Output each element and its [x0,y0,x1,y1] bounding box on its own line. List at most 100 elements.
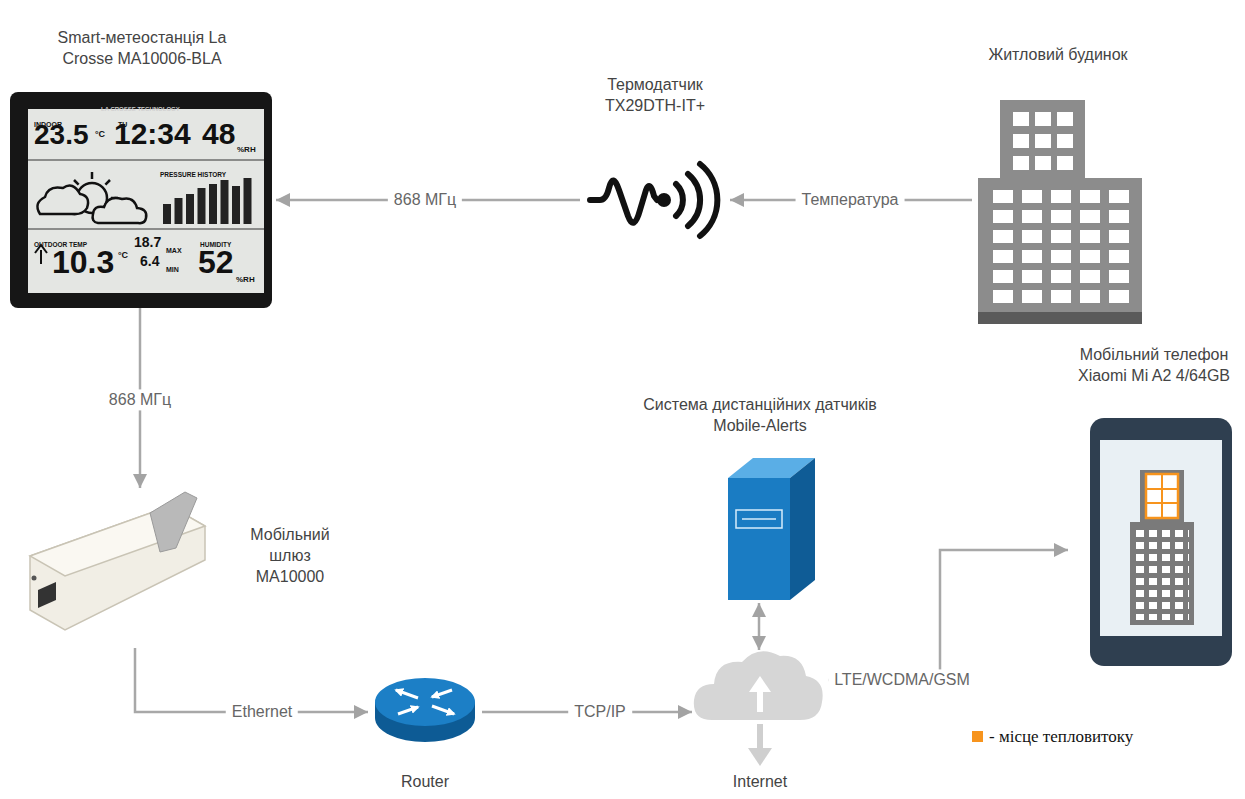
display-readout: 12:34 [114,119,191,149]
pressure-bars [221,180,229,224]
node-caption: Житловий будинок [972,45,1144,66]
sensor-icon [700,164,717,236]
weather-station [28,229,264,230]
server-icon [728,458,815,600]
building-illustration [978,312,1142,324]
phone-illustration [1090,418,1232,666]
edge-label: Ethernet [226,701,298,722]
weather-icon [105,180,110,185]
pressure-bars [175,198,183,224]
phone-illustration [1161,474,1163,518]
pressure-bars [198,188,206,224]
phone-illustration [1146,502,1178,504]
node-caption: Internet [692,772,828,793]
building-node: Житловий будинок [972,45,1144,327]
display-readout: %RH [237,146,256,154]
server-icon [728,478,790,600]
cloud-icon [694,651,823,720]
phone-illustration [1100,440,1222,636]
phone-illustration [1146,488,1178,490]
cloud-icon [694,651,823,766]
display-text-holder: MAX [166,239,182,257]
building-illustration [978,100,1142,324]
server-icon [736,510,782,528]
weather-icon [91,172,94,179]
sensor-icon [590,164,717,236]
node-caption: Smart-метеостанція La Crosse MA10006-BLA [47,28,237,70]
gateway-illustration [150,492,197,552]
router-icon [396,690,418,698]
weather-icon [37,186,88,215]
display-text-holder: 10.3 [52,246,114,278]
node-caption: Router [368,772,482,793]
display-readout: 18.7 [134,235,161,249]
router-icon [398,707,418,714]
phone-illustration [1146,474,1178,518]
display-text-holder: MIN [166,258,179,276]
server-icon [742,518,776,520]
display-readout: 23.5 [34,121,89,149]
edge-label-holder: LTE/WCDMA/GSM [828,669,976,690]
pressure-bars [244,178,252,224]
legend-swatch [972,731,983,742]
display-text-holder: 18.7 [134,233,161,251]
phone-illustration [1130,522,1194,625]
node-caption: Мобільний шлюз MA10000 [240,525,340,587]
display-text-holder: %RH [237,138,256,156]
weather-icon [93,198,147,223]
display-readout: MIN [166,266,179,273]
edge-label: TCP/IP [568,701,632,722]
router-node: Router [368,676,482,795]
node-caption: Термодатчик TX29DTH-IT+ [580,75,730,117]
display-readout: MAX [166,247,182,254]
sensor-icon [676,184,683,216]
pressure-bars [232,186,240,224]
edge-label: 868 МГц [388,189,462,210]
gateway-node: Мобільний шлюз MA10000 [18,488,358,648]
display-text-holder: LA CROSSE TECHNOLOGY [101,97,180,115]
display-readout: 52 [198,246,234,278]
connector-arrow [828,550,1068,680]
display-text-holder: 52 [198,246,234,278]
router-icon [396,690,454,714]
building-illustration [978,178,1142,318]
edge-label-holder: Ethernet [226,701,298,722]
sensor-dot [657,193,671,207]
legend-text: - місце тепловитоку [989,727,1133,747]
node-caption: Мобільний телефон Xiaomi Mi A2 4/64GB [1068,345,1240,387]
building-illustration [1013,112,1073,170]
sensor-node: Термодатчик TX29DTH-IT+ [580,75,730,245]
display-text-holder: °C [95,123,105,141]
display-text-holder: 6.4 [140,252,159,270]
display-text-holder: PRESSURE HISTORY [160,163,226,181]
server-node: Система дистанційних датчиків Mobile-Ale… [610,395,910,603]
weather-station [10,92,272,308]
internet-node: Internet [692,650,828,795]
edge-label-holder: TCP/IP [568,701,632,722]
router-icon [375,678,475,742]
edge-label: LTE/WCDMA/GSM [828,669,976,690]
display-readout: PRESSURE HISTORY [160,172,226,179]
building-illustration [993,190,1130,303]
phone-illustration [1136,530,1189,620]
weather-station [28,109,264,293]
router-icon [432,706,454,714]
server-icon [790,458,815,600]
edge-label-holder: 868 МГц [103,389,177,410]
pressure-bars [209,184,217,224]
gateway-illustration [32,576,37,581]
display-readout: 10.3 [52,246,114,278]
edge-label-holder: 868 МГц [388,189,462,210]
pressure-bars [186,194,194,224]
phone-node: Мобільний телефон Xiaomi Mi A2 4/64GB [1068,345,1240,667]
display-readout: LA CROSSE TECHNOLOGY [101,106,180,112]
trend-arrow [40,250,42,264]
legend-entry: - місце тепловитоку [972,727,1133,747]
gateway-illustration [30,492,205,630]
display-readout: °C [95,130,105,139]
edge-label: 868 МГц [103,389,177,410]
cloud-icon [749,676,771,692]
display-text-holder: %RH [236,268,255,286]
